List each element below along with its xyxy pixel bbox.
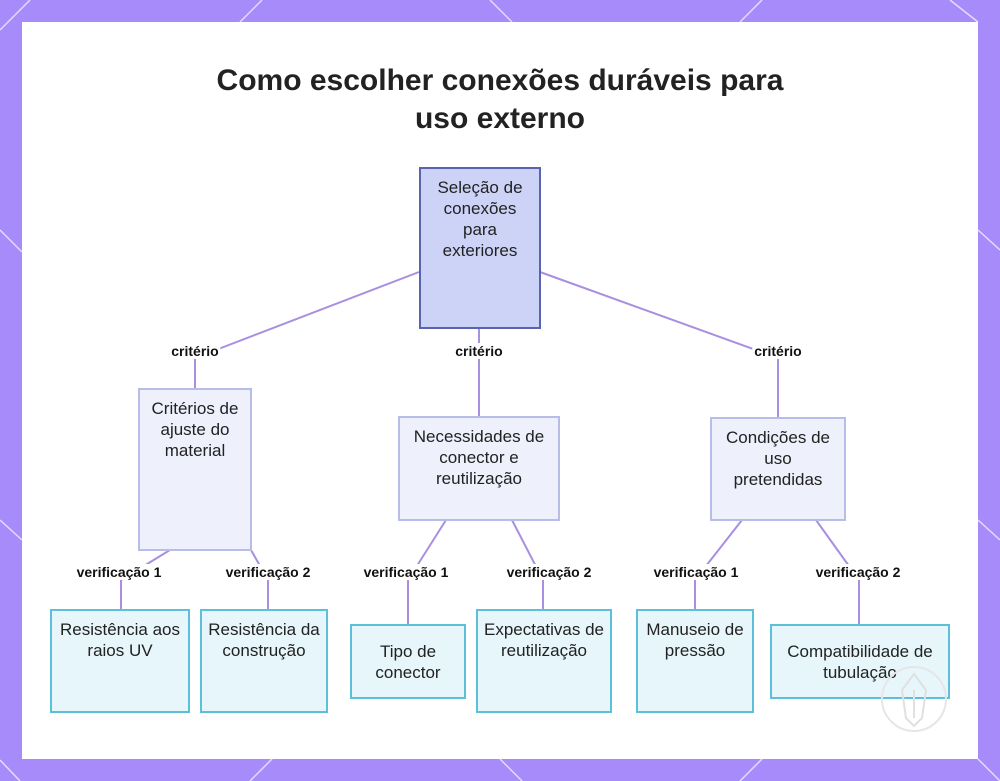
- leaf-node-uv: Resistência aos raios UV: [50, 609, 190, 713]
- leaf-node-construction: Resistência da construção: [200, 609, 328, 713]
- edge-root-branch-1: [194, 271, 420, 388]
- branch-node-label: Critérios de ajuste do material: [151, 399, 239, 460]
- leaf-node-label: Resistência da construção: [208, 620, 320, 660]
- edge-b3-leaf-1: [694, 519, 743, 609]
- branch-node-label: Condições de uso pretendidas: [726, 428, 830, 489]
- leaf-node-label: Compatibilidade de tubulação: [787, 641, 933, 682]
- leaf-node-tubing: Compatibilidade de tubulação: [770, 624, 950, 699]
- edge-label-criterio-1: critério: [169, 343, 221, 359]
- leaf-node-pressure: Manuseio de pressão: [636, 609, 754, 713]
- edge-label-criterio-2: critério: [453, 343, 505, 359]
- root-node-label: Seleção de conexões para exteriores: [437, 178, 523, 260]
- root-node: Seleção de conexões para exteriores: [419, 167, 541, 329]
- edge-label-b1-verificacao-1: verificação 1: [74, 564, 164, 580]
- leaf-node-label: Manuseio de pressão: [646, 620, 744, 660]
- edge-b1-leaf-1: [120, 549, 171, 609]
- branch-node-connector: Necessidades de conector e reutilização: [398, 416, 560, 521]
- page-title: Como escolher conexões duráveis para uso…: [0, 62, 1000, 138]
- branch-node-material: Critérios de ajuste do material: [138, 388, 252, 551]
- leaf-node-label: Resistência aos raios UV: [59, 620, 180, 660]
- edge-label-b3-verificacao-1: verificação 1: [651, 564, 741, 580]
- edge-label-b1-verificacao-2: verificação 2: [223, 564, 313, 580]
- pen-nib-icon: [881, 666, 947, 732]
- edge-b3-leaf-2: [815, 519, 860, 624]
- leaf-node-connector-type: Tipo de conector: [350, 624, 466, 699]
- edge-label-criterio-3: critério: [752, 343, 804, 359]
- leaf-node-label: Expectativas de reutilização: [484, 620, 605, 660]
- edge-b2-leaf-2: [511, 519, 544, 609]
- branch-node-conditions: Condições de uso pretendidas: [710, 417, 846, 521]
- edge-label-b2-verificacao-2: verificação 2: [504, 564, 594, 580]
- title-line-2: uso externo: [414, 102, 586, 135]
- edge-root-branch-3: [539, 271, 779, 417]
- edge-b1-leaf-2: [250, 549, 269, 609]
- edge-label-b2-verificacao-1: verificação 1: [361, 564, 451, 580]
- leaf-node-reuse: Expectativas de reutilização: [476, 609, 612, 713]
- branch-node-label: Necessidades de conector e reutilização: [413, 427, 545, 488]
- edge-b2-leaf-1: [407, 519, 447, 624]
- title-line-1: Como escolher conexões duráveis para: [216, 64, 784, 97]
- leaf-node-label: Tipo de conector: [375, 641, 441, 682]
- edge-label-b3-verificacao-2: verificação 2: [813, 564, 903, 580]
